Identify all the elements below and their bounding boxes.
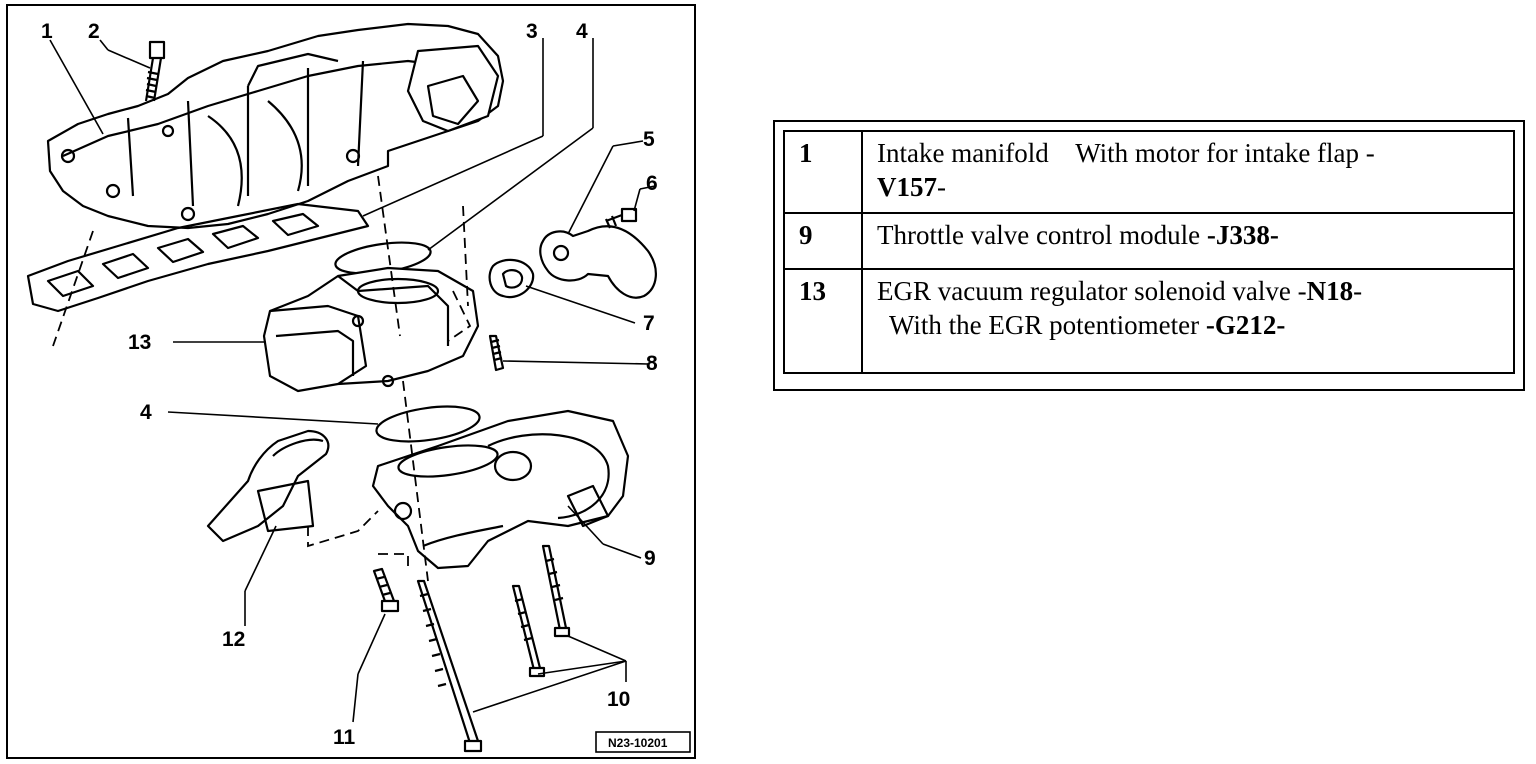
part-code: -G212- bbox=[1205, 310, 1286, 340]
callout-4-upper: 4 bbox=[576, 20, 588, 43]
callout-9: 9 bbox=[644, 547, 656, 570]
legend-text: EGR vacuum regulator solenoid valve - bbox=[877, 276, 1307, 306]
egr-valve-13-shape bbox=[262, 266, 480, 393]
legend-panel: 1 Intake manifold With motor for intake … bbox=[773, 120, 1525, 391]
callout-5: 5 bbox=[643, 128, 655, 151]
legend-text: With the EGR potentiometer bbox=[889, 310, 1206, 340]
legend-row: 13 EGR vacuum regulator solenoid valve -… bbox=[783, 268, 1515, 374]
legend-description: EGR vacuum regulator solenoid valve -N18… bbox=[861, 268, 1515, 374]
bolts-10-shape bbox=[416, 544, 571, 753]
callout-1: 1 bbox=[41, 20, 53, 43]
gasket-7-shape bbox=[488, 258, 535, 299]
part-code: N18 bbox=[1306, 276, 1354, 306]
callout-2: 2 bbox=[88, 20, 100, 43]
callout-12: 12 bbox=[222, 628, 245, 651]
diagram-drawing: 1 2 3 4 5 6 13 7 8 4 9 12 10 11 N23-1020… bbox=[26, 20, 691, 753]
figure-reference-box: N23-10201 bbox=[595, 731, 691, 753]
intake-manifold-shape bbox=[46, 22, 505, 230]
legend-number: 9 bbox=[783, 212, 863, 270]
legend-number: 13 bbox=[783, 268, 863, 374]
bolt-2-shape bbox=[144, 40, 166, 102]
legend-row: 9 Throttle valve control module -J338- bbox=[783, 212, 1515, 270]
legend-table: 1 Intake manifold With motor for intake … bbox=[783, 130, 1515, 374]
legend-description: Throttle valve control module -J338- bbox=[861, 212, 1515, 270]
leader-lines bbox=[49, 38, 656, 723]
callout-labels: 1 2 3 4 5 6 13 7 8 4 9 12 10 11 bbox=[41, 20, 658, 749]
gasket-3-shape bbox=[26, 202, 370, 313]
callout-13: 13 bbox=[128, 331, 151, 354]
callout-3: 3 bbox=[526, 20, 538, 43]
figure-reference-code: N23-10201 bbox=[608, 736, 668, 750]
bolt-11-shape bbox=[372, 567, 400, 613]
legend-number: 1 bbox=[783, 130, 863, 214]
bolt-8-shape bbox=[488, 334, 505, 372]
throttle-body-9-shape bbox=[371, 409, 630, 570]
bolt-6-shape bbox=[604, 207, 638, 229]
part-code: -J338- bbox=[1206, 220, 1279, 250]
gasket-4-lower-shape bbox=[375, 405, 481, 443]
hose-12-shape bbox=[206, 429, 330, 543]
legend-text: Throttle valve control module bbox=[877, 220, 1207, 250]
legend-description: Intake manifold With motor for intake fl… bbox=[861, 130, 1515, 214]
callout-10: 10 bbox=[607, 688, 630, 711]
legend-text: - bbox=[1353, 276, 1363, 306]
callout-8: 8 bbox=[646, 352, 658, 375]
legend-row: 1 Intake manifold With motor for intake … bbox=[783, 130, 1515, 214]
exploded-diagram: 1 2 3 4 5 6 13 7 8 4 9 12 10 11 N23-1020… bbox=[6, 4, 696, 759]
legend-text: - bbox=[937, 172, 946, 202]
legend-text: Intake manifold With motor for intake fl… bbox=[877, 138, 1375, 168]
pipe-5-shape bbox=[539, 225, 657, 299]
callout-11: 11 bbox=[333, 726, 356, 749]
callout-4-lower: 4 bbox=[140, 401, 152, 424]
callout-7: 7 bbox=[643, 312, 655, 335]
callout-6: 6 bbox=[646, 172, 658, 195]
part-code: V157 bbox=[877, 172, 937, 202]
